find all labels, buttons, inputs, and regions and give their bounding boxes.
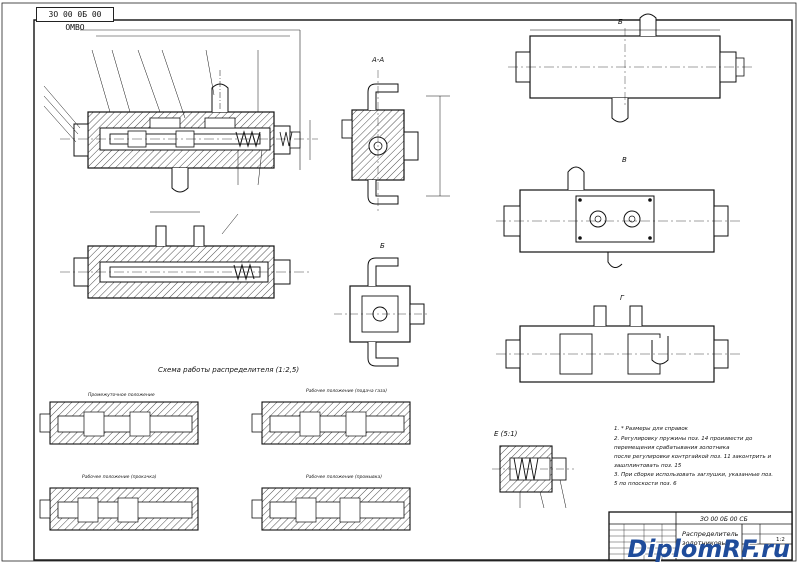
note-line-2: 2. Регулировку пружины поз. 14 произвест… [614, 436, 753, 442]
note-line-6: 3. При сборке использовать заглушки, ука… [614, 472, 773, 478]
view-b-label: Б [618, 18, 623, 26]
section-a-a-view [341, 70, 450, 214]
title-scale: 1:2 [776, 537, 785, 543]
watermark: DiplomRF.ru [627, 535, 790, 563]
scheme-caption-4: Рабочее положение (промывка) [306, 474, 382, 480]
scheme-caption-3: Рабочее положение (прокачка) [82, 474, 157, 480]
view-e-detail [492, 445, 574, 509]
second-section-view [60, 211, 310, 299]
view-v-label: В [622, 156, 627, 164]
scheme-title: Схема работы распределителя (1:2,5) [158, 366, 299, 374]
title-block-frame [608, 511, 793, 561]
view-v [496, 166, 740, 268]
section-aa-label: А-А [371, 56, 384, 64]
drawing-code-stamp: ЗО 00 0Б 00 ОМВО [36, 7, 114, 32]
view-e-label: Е (5:1) [494, 430, 518, 438]
title-designation: ЗО 00 0Б 00 СБ [700, 516, 748, 523]
note-line-1: 1. * Размеры для справок [614, 426, 689, 432]
title-name-line2: золотниковый [682, 539, 731, 547]
watermark-part3: .ru [751, 535, 790, 563]
note-line-5: зашплинтовать поз. 15 [614, 463, 682, 469]
main-section-view [43, 29, 318, 193]
view-b [508, 13, 754, 123]
note-line-3: перемещения срабатывания золотника [614, 445, 730, 451]
view-g-label: Г [620, 294, 625, 302]
inner-frame [33, 19, 793, 561]
watermark-part1: Diplom [627, 535, 723, 563]
scheme-2 [251, 401, 411, 445]
note-line-7: 5 по плоскости поз. 6 [614, 481, 677, 487]
watermark-part2: RF [722, 535, 752, 563]
scheme-caption-1: Промежуточное положение [88, 392, 155, 398]
outer-frame [1, 2, 797, 562]
view-g [496, 305, 740, 383]
scheme-1 [39, 401, 199, 445]
scheme-3 [39, 487, 199, 531]
view-b-lower-label: Б [380, 242, 385, 250]
view-b-lower [334, 257, 428, 367]
scheme-caption-2: Рабочее положение (подача газа) [306, 388, 387, 394]
title-name-line1: Распределитель [682, 530, 739, 538]
scheme-4 [251, 487, 411, 531]
note-line-4: после регулировки контргайкой поз. 11 за… [614, 454, 771, 460]
